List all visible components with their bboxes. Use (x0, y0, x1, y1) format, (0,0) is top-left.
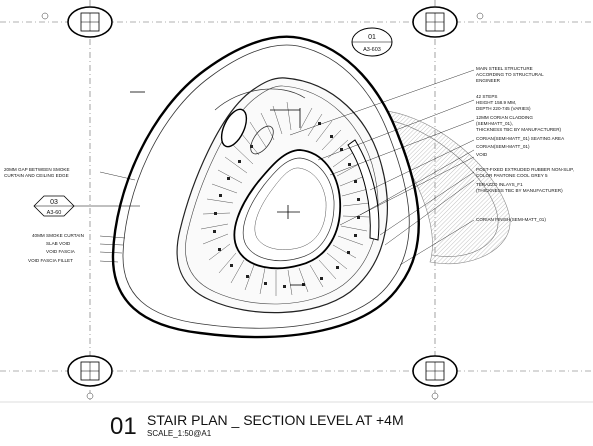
callout-top-number: 01 (368, 34, 376, 41)
step-markers (213, 122, 360, 288)
column-marker-top-right (412, 6, 458, 38)
note-right-4: 42 STEPS (476, 94, 497, 99)
note-right-8: (SEMI-MATT_01), (476, 121, 513, 126)
note-left-1: 20MM GAP BETWEEN SMOKE (4, 167, 70, 172)
note-right-16: (THICKNESS TBC BY MANUFACTURER) (476, 188, 563, 193)
note-right-5: HEIGHT 158.9 MM, (476, 100, 516, 105)
title-block: 01 STAIR PLAN _ SECTION LEVEL AT +4M SCA… (0, 401, 593, 440)
grid-tags (41, 12, 484, 400)
slab-shadow-edge (359, 117, 499, 257)
section-callout-left: 03 A3-60 (33, 195, 140, 217)
note-right-12: VOID (476, 152, 488, 157)
column-marker-bottom-left (67, 355, 113, 387)
upper-landing-ellipse (220, 108, 248, 148)
outer-slab-inner-line (122, 44, 410, 329)
callout-top-sheet: A3-603 (363, 47, 381, 53)
note-left-3: 40MM SMOKE CURTAIN (32, 233, 84, 238)
note-left-5: VOID FASCIA (46, 249, 76, 254)
inner-void-inner (242, 157, 335, 261)
drawing-number: 01 (110, 413, 137, 440)
note-left-6: VOID FASCIA FILLET (28, 258, 73, 263)
note-right-15: TERAZZO INLAYS_F1 (476, 182, 523, 187)
column-marker-top-left (67, 6, 113, 38)
section-markers (130, 91, 305, 286)
note-right-3: ENGINEER (476, 78, 501, 83)
upper-landing-ellipse-2 (250, 125, 274, 155)
inner-void-core (254, 167, 327, 250)
note-right-10: CORIAN(SEMI-MATT_01) SEATING AREA (476, 136, 565, 141)
note-right-9: THICKNESS TBC BY MANUFACTURER) (476, 127, 562, 132)
note-left-4: SLAB VOID (46, 241, 71, 246)
callout-left-number: 03 (50, 199, 58, 206)
column-marker-bottom-right (412, 355, 458, 387)
callout-left-sheet: A3-60 (47, 210, 62, 216)
annotation-notes-right: MAIN STEEL STRUCTURE ACCORDING TO STRUCT… (476, 66, 574, 222)
note-right-7: 12MM CORIAN CLADDING (476, 115, 533, 120)
section-callout-top: 01 A3-603 (351, 27, 393, 57)
note-right-1: MAIN STEEL STRUCTURE (476, 66, 533, 71)
drawing-scale: SCALE_1:50@A1 (147, 429, 212, 438)
upper-landing-curve (214, 88, 306, 111)
seating-bench (347, 139, 380, 241)
note-right-6: DEPTH 220-745 (VARIES) (476, 106, 531, 111)
note-right-2: ACCORDING TO STRUCTURAL (476, 72, 544, 77)
note-right-11: CORIAN(SEMI-MATT_01) (476, 144, 530, 149)
note-right-14: COLOR PANTONE COOL GREY 5 (476, 173, 548, 178)
note-right-17: CORIAN FINISH(SEMI-MATT_01) (476, 217, 546, 222)
note-right-13: POST-FIXED EXTRUDED RUBBER NON-SLIP, (476, 167, 574, 172)
note-left-2: CURTAIN AND CEILING EDGE (4, 173, 69, 178)
drawing-title: STAIR PLAN _ SECTION LEVEL AT +4M (147, 412, 404, 428)
annotation-notes-left: 20MM GAP BETWEEN SMOKE CURTAIN AND CEILI… (4, 167, 84, 263)
annotation-leaders-left (99, 171, 136, 263)
annotation-leaders-right (289, 69, 475, 266)
